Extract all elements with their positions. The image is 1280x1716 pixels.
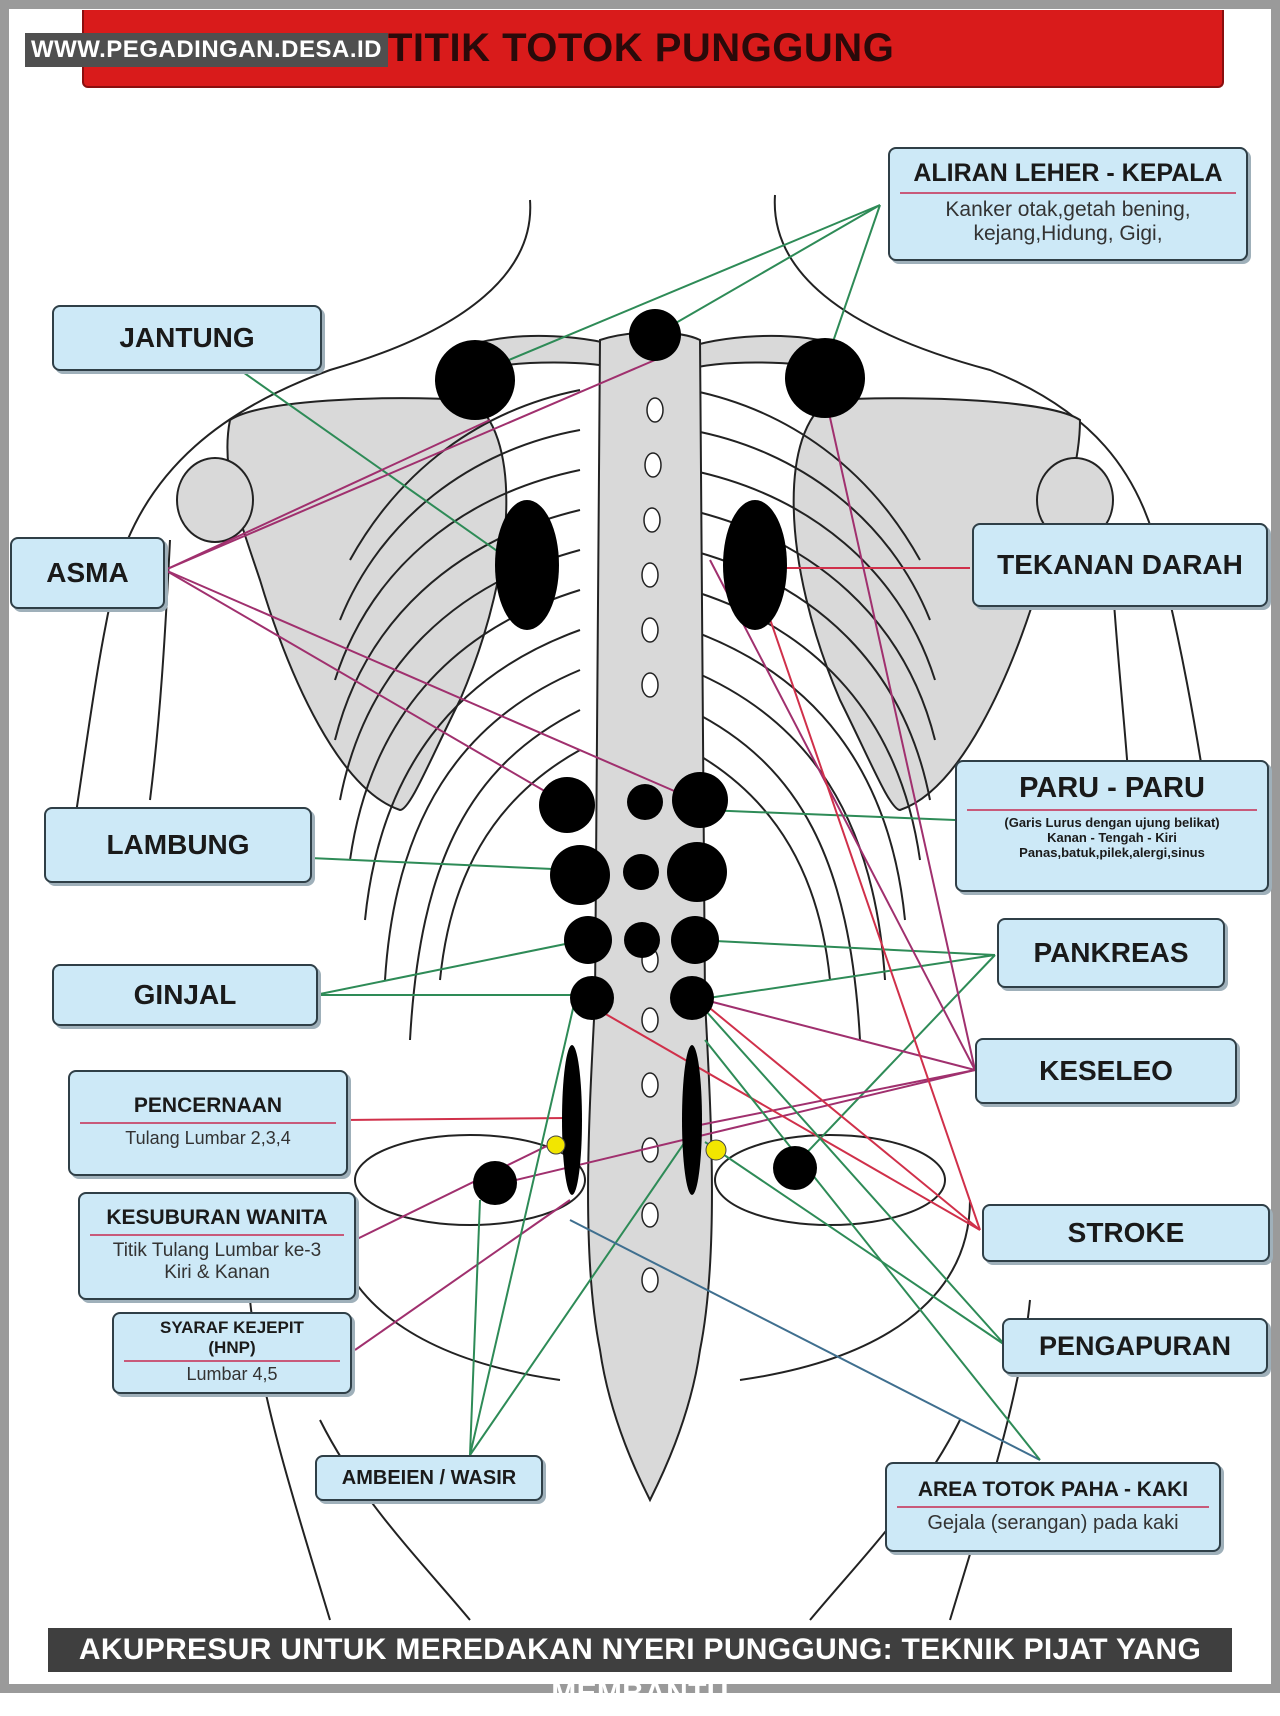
- label-asma: ASMA: [10, 537, 165, 609]
- point-kidney-right: [670, 976, 714, 1020]
- label-detail: Tulang Lumbar 2,3,4: [125, 1128, 291, 1148]
- rib-cage: [334, 389, 936, 1041]
- label-paru-paru: PARU - PARU (Garis Lurus dengan ujung be…: [955, 760, 1269, 892]
- point-kidney-left: [570, 976, 614, 1020]
- label-syaraf-kejepit: SYARAF KEJEPIT (HNP) Lumbar 4,5: [112, 1312, 352, 1394]
- point-neck-right: [785, 338, 865, 418]
- point-stomach-center: [623, 854, 659, 890]
- point-lumbar-right: [682, 1045, 702, 1195]
- label-title: PENGAPURAN: [1038, 1331, 1232, 1361]
- label-divider: [900, 192, 1236, 194]
- label-detail: Titik Tulang Lumbar ke-3: [112, 1240, 322, 1261]
- label-stroke: STROKE: [982, 1204, 1270, 1262]
- label-keseleo: KESELEO: [975, 1038, 1237, 1104]
- label-lambung: LAMBUNG: [44, 807, 312, 883]
- label-area-totok-paha-kaki: AREA TOTOK PAHA - KAKI Gejala (serangan)…: [885, 1462, 1221, 1552]
- label-title: SYARAF KEJEPIT: [160, 1318, 304, 1337]
- label-pencernaan: PENCERNAAN Tulang Lumbar 2,3,4: [68, 1070, 348, 1176]
- spine: [587, 331, 713, 1503]
- label-detail: Kanker otak,getah bening,: [945, 198, 1191, 221]
- label-detail: Kiri & Kanan: [164, 1262, 270, 1283]
- label-title: KESUBURAN WANITA: [106, 1206, 328, 1229]
- point-stomach-left: [550, 845, 610, 905]
- label-title: KESELEO: [1039, 1055, 1173, 1086]
- point-neck-left: [435, 340, 515, 420]
- label-detail: Panas,batuk,pilek,alergi,sinus: [1019, 845, 1205, 860]
- page-title: TITIK TOTOK PUNGGUNG: [388, 26, 895, 70]
- point-fertility-left: [546, 1135, 566, 1155]
- point-fertility-right: [705, 1139, 727, 1161]
- label-title: ALIRAN LEHER - KEPALA: [913, 159, 1223, 187]
- label-divider: [124, 1360, 340, 1362]
- label-aliran-leher-kepala: ALIRAN LEHER - KEPALA Kanker otak,getah …: [888, 147, 1248, 261]
- label-pankreas: PANKREAS: [997, 918, 1225, 988]
- label-title: STROKE: [1067, 1217, 1185, 1248]
- label-ginjal: GINJAL: [52, 964, 318, 1026]
- label-title: PARU - PARU: [1019, 772, 1205, 804]
- label-divider: [80, 1122, 336, 1124]
- label-detail: (Garis Lurus dengan ujung belikat): [1004, 815, 1220, 830]
- label-title: JANTUNG: [119, 322, 255, 353]
- point-hip-left: [473, 1161, 517, 1205]
- label-detail: Gejala (serangan) pada kaki: [927, 1512, 1179, 1534]
- point-neck-center: [629, 309, 681, 361]
- point-lung-center: [627, 784, 663, 820]
- label-divider: [967, 809, 1257, 811]
- caption-banner: AKUPRESUR UNTUK MEREDAKAN NYERI PUNGGUNG…: [48, 1628, 1232, 1710]
- label-detail: kejang,Hidung, Gigi,: [973, 222, 1163, 245]
- point-stomach-right: [667, 842, 727, 902]
- label-title: PENCERNAAN: [133, 1094, 283, 1117]
- label-title-secondary: (HNP): [208, 1338, 256, 1357]
- point-pancreas-right: [671, 916, 719, 964]
- label-title: ASMA: [46, 557, 129, 588]
- label-detail: Lumbar 4,5: [186, 1364, 278, 1384]
- point-blood-pressure: [723, 500, 787, 630]
- point-pancreas-left: [564, 916, 612, 964]
- label-divider: [90, 1234, 344, 1236]
- pressure-points: [435, 309, 865, 1205]
- point-lung-left: [539, 777, 595, 833]
- label-title: TEKANAN DARAH: [997, 549, 1243, 580]
- point-heart: [495, 500, 559, 630]
- label-detail: Kanan - Tengah - Kiri: [1047, 830, 1177, 845]
- label-pengapuran: PENGAPURAN: [1002, 1318, 1268, 1374]
- label-title: AMBEIEN / WASIR: [341, 1467, 517, 1489]
- label-title: GINJAL: [133, 979, 237, 1010]
- watermark: WWW.PEGADINGAN.DESA.ID: [25, 33, 388, 67]
- label-jantung: JANTUNG: [52, 305, 322, 371]
- point-lung-right: [672, 772, 728, 828]
- label-title: AREA TOTOK PAHA - KAKI: [917, 1478, 1189, 1501]
- point-hip-right: [773, 1146, 817, 1190]
- label-title: LAMBUNG: [106, 829, 250, 860]
- point-lumbar-left: [562, 1045, 582, 1195]
- point-pancreas-center: [624, 922, 660, 958]
- label-title: PANKREAS: [1033, 937, 1189, 968]
- label-tekanan-darah: TEKANAN DARAH: [972, 523, 1268, 607]
- yellow-points: [546, 1135, 727, 1161]
- label-ambeien-wasir: AMBEIEN / WASIR: [315, 1455, 543, 1501]
- label-divider: [897, 1506, 1209, 1508]
- label-kesuburan-wanita: KESUBURAN WANITA Titik Tulang Lumbar ke-…: [78, 1192, 356, 1300]
- connection-lines: [164, 204, 1041, 1461]
